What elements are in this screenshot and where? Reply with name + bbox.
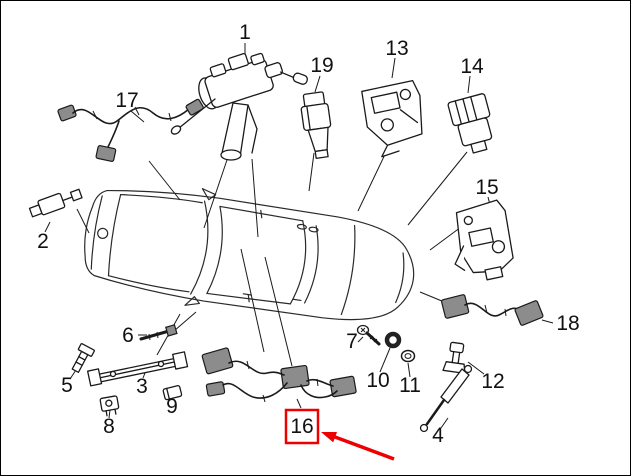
highlight-box	[284, 408, 320, 445]
part-4-illustration	[419, 364, 473, 433]
callout-15[interactable]: 15	[475, 176, 498, 199]
part-7-illustration	[356, 324, 381, 346]
part-5-illustration	[71, 343, 95, 374]
callout-16[interactable]: 16	[290, 415, 313, 438]
callout-4[interactable]: 4	[432, 424, 444, 447]
part-19-illustration	[300, 91, 332, 159]
callout-10[interactable]: 10	[366, 369, 389, 392]
part-8-illustration	[99, 395, 120, 417]
callout-1[interactable]: 1	[239, 21, 251, 44]
callout-3[interactable]: 3	[136, 375, 148, 398]
callout-14[interactable]: 14	[460, 55, 484, 78]
part-9-illustration	[162, 385, 183, 401]
callout-17[interactable]: 17	[115, 89, 138, 112]
part-16-illustration	[201, 347, 357, 403]
part-2-illustration	[28, 188, 83, 218]
part-3-illustration	[87, 351, 189, 387]
part-15-illustration	[454, 199, 514, 281]
part-1-illustration	[170, 52, 308, 161]
callout-8[interactable]: 8	[103, 415, 115, 438]
highlight-arrowhead-icon	[321, 432, 337, 443]
callout-6[interactable]: 6	[122, 324, 134, 347]
callout-18[interactable]: 18	[556, 312, 579, 335]
callout-pointer-lines	[44, 43, 554, 429]
highlight-arrow-shaft	[334, 435, 395, 461]
callout-2[interactable]: 2	[37, 230, 49, 253]
callouts: 1 2 3 4 5 6 7 8 9 10 11 12 13 14 15 16 1…	[37, 21, 580, 447]
part-17-illustration	[57, 98, 204, 162]
callout-12[interactable]: 12	[481, 370, 504, 393]
callout-11[interactable]: 11	[399, 374, 421, 397]
callout-13[interactable]: 13	[385, 37, 408, 60]
callout-5[interactable]: 5	[61, 374, 73, 397]
leader-lines	[76, 145, 481, 367]
part-11-illustration	[400, 349, 416, 363]
part-10-illustration	[384, 331, 402, 349]
part-6-illustration	[139, 324, 178, 341]
part-13-illustration	[361, 79, 423, 158]
part-14-illustration	[447, 93, 493, 154]
car-body-outline	[84, 188, 415, 321]
part-18-illustration	[441, 294, 544, 326]
callout-7[interactable]: 7	[346, 330, 358, 353]
callout-19[interactable]: 19	[310, 54, 333, 77]
callout-9[interactable]: 9	[166, 395, 178, 418]
